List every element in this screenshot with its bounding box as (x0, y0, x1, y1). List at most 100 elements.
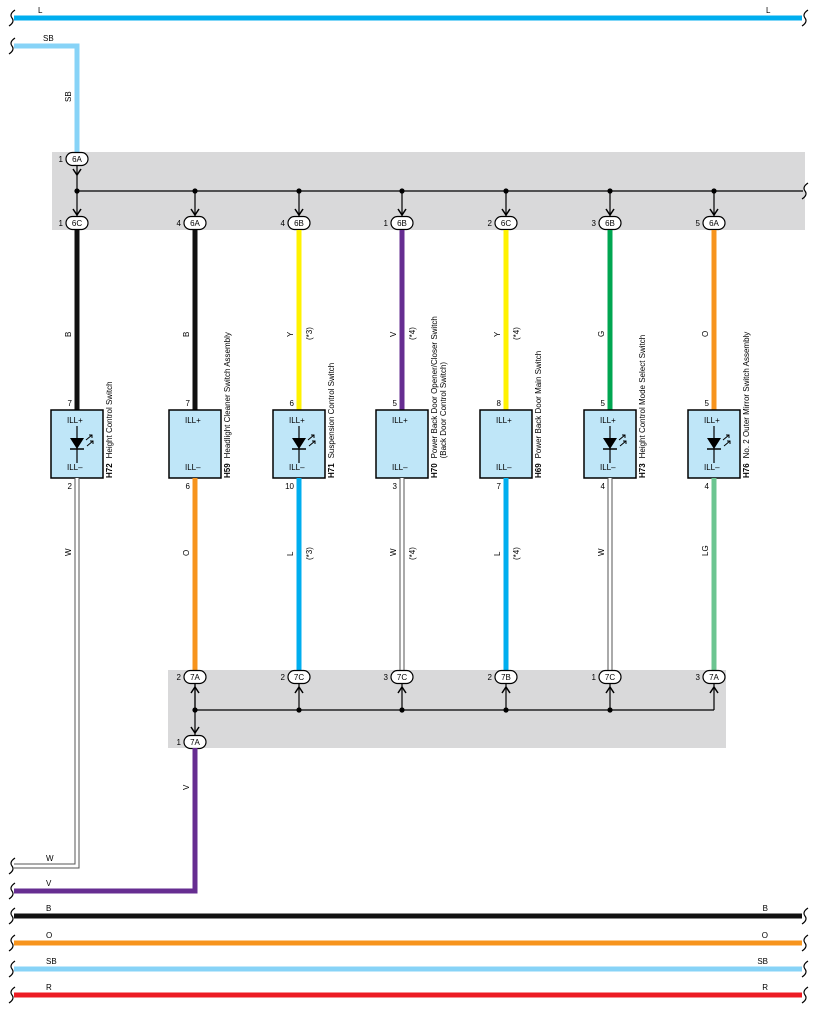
lower-junction-in-connector-4-pin: 1 (592, 673, 597, 682)
wire-bottom-H72-outline (14, 478, 80, 869)
upper-junction-splice-1 (192, 188, 198, 194)
lower-junction-in-connector-5-pin: 3 (696, 673, 701, 682)
bus-W-left-break (8, 857, 16, 875)
wire-output-V-label: V (182, 784, 191, 790)
upper-junction-out-arrow-4 (501, 208, 511, 217)
bus-SB-left-label: SB (46, 957, 57, 966)
bus-R-left-break (8, 986, 16, 1004)
lower-junction-in-connector-3-label: 7B (501, 673, 511, 682)
wire-bottom-label-H70: W (389, 548, 398, 556)
upper-junction-out-connector-4 (494, 215, 518, 231)
upper-junction-out-connector-1 (183, 215, 207, 231)
upper-junction-out-connector-2 (287, 215, 311, 231)
lower-junction-in-connector-1 (287, 669, 311, 685)
switch-pin-bottom-H71: 10 (285, 482, 294, 491)
wire-bottom-note-H71: (*3) (305, 547, 314, 560)
lower-junction-out-arrow (190, 726, 200, 735)
upper-junction-out-connector-1-label: 6A (190, 219, 200, 228)
switch-ill-plus-H70: ILL+ (392, 416, 408, 425)
switch-ill-minus-H70: ILL– (392, 463, 408, 472)
switch-code-H72: H72 (105, 463, 114, 478)
lower-junction-in-connector-2-label: 7C (397, 673, 407, 682)
sb-feed-label: SB (43, 34, 54, 43)
bus-B-right-break (801, 907, 809, 925)
wire-bottom-label-H69: L (493, 551, 502, 556)
upper-junction-out-connector-5-label: 6B (605, 219, 615, 228)
upper-junction-out-connector-6 (702, 215, 726, 231)
switch-ill-plus-H69: ILL+ (496, 416, 512, 425)
upper-junction-out-connector-4-label: 6C (501, 219, 511, 228)
upper-junction-splice-2 (296, 188, 302, 194)
upper-junction-out-connector-5-pin: 3 (592, 219, 597, 228)
switch-code-H70: H70 (430, 463, 439, 478)
wire-bottom-label-H59: O (182, 550, 191, 556)
switch-ill-plus-H71: ILL+ (289, 416, 305, 425)
switch-name-H73: Height Control Mode Select Switch (638, 335, 647, 459)
led-ray2-icon-H71 (308, 440, 316, 447)
led-ray-icon-H71 (307, 434, 315, 441)
led-icon-H72 (70, 438, 84, 449)
bus-B-left-break (8, 907, 16, 925)
upper-junction-splice-0 (74, 188, 80, 194)
lower-junction-in-connector-2-pin: 3 (384, 673, 389, 682)
wire-bottom-label-H72: W (64, 548, 73, 556)
bus-V-left-break (8, 882, 16, 900)
lower-junction-out-connector-label: 7A (190, 738, 200, 747)
led-ray2-icon-H72 (86, 440, 94, 447)
wire-bottom-label-H73: W (597, 548, 606, 556)
switch-ill-plus-H72: ILL+ (67, 416, 83, 425)
switch-name-H70: Power Back Door Opener/Closer Switch (430, 316, 439, 458)
lower-junction-in-connector-0-pin: 2 (177, 673, 182, 682)
upper-junction-out-connector-0-label: 6C (72, 219, 82, 228)
led-icon-H73 (603, 438, 617, 449)
bus-L-right-label: L (766, 6, 771, 15)
switch-pin-bottom-H69: 7 (497, 482, 502, 491)
upper-junction-out-connector-6-pin: 5 (696, 219, 701, 228)
bus-SB-left-break (8, 960, 16, 978)
upper-junction-out-connector-1-pin: 4 (177, 219, 182, 228)
upper-junction-out-arrow-2 (294, 208, 304, 217)
switch-name-H71: Suspension Control Switch (327, 363, 336, 459)
switch-name2-H70: (Back Door Control Switch) (439, 362, 448, 459)
bus-SB-right-break (801, 960, 809, 978)
led-ray-icon-H72 (85, 434, 93, 441)
switch-name-H69: Power Back Door Main Switch (534, 351, 543, 459)
lower-junction-out-connector-pin: 1 (177, 738, 182, 747)
upper-junction-rail-break (801, 182, 809, 200)
switch-code-H71: H71 (327, 463, 336, 478)
upper-junction-out-connector-6-label: 6A (709, 219, 719, 228)
upper-junction-splice-6 (711, 188, 717, 194)
switch-name-H72: Height Control Switch (105, 381, 114, 458)
bus-B-left-label: B (46, 904, 51, 913)
upper-junction-out-arrow-5 (605, 208, 615, 217)
upper-junction-out-connector-4-pin: 2 (488, 219, 493, 228)
switch-pin-top-H70: 5 (393, 399, 398, 408)
switch-pin-bottom-H59: 6 (186, 482, 191, 491)
lower-junction-in-connector-1-label: 7C (294, 673, 304, 682)
switch-pin-top-H72: 7 (68, 399, 73, 408)
upper-junction-out-connector-3-pin: 1 (384, 219, 389, 228)
led-ray-icon-H73 (618, 434, 626, 441)
led-ray-icon-H76 (722, 434, 730, 441)
lower-junction-in-connector-5 (702, 669, 726, 685)
wire-bottom-label-H71: L (286, 551, 295, 556)
wire-top-note-H71: (*3) (305, 327, 314, 340)
lower-junction-splice-main (192, 707, 198, 713)
switch-ill-minus-H73: ILL– (600, 463, 616, 472)
bus-O-left-label: O (46, 931, 52, 940)
upper-junction-out-connector-3 (390, 215, 414, 231)
switch-ill-minus-H72: ILL– (67, 463, 83, 472)
switch-pin-bottom-H76: 4 (705, 482, 710, 491)
bus-O-left-break (8, 934, 16, 952)
sb-feed-break (8, 37, 16, 55)
bus-O-right-label: O (762, 931, 768, 940)
switch-H70 (375, 409, 429, 479)
lower-junction-in-connector-5-label: 7A (709, 673, 719, 682)
bus-B-right-label: B (763, 904, 768, 913)
lower-junction-in-connector-1-pin: 2 (281, 673, 286, 682)
bus-L-right-break (801, 9, 809, 27)
switch-code-H73: H73 (638, 463, 647, 478)
sb-feed-vertical-label: SB (64, 91, 73, 102)
switch-ill-minus-H69: ILL– (496, 463, 512, 472)
